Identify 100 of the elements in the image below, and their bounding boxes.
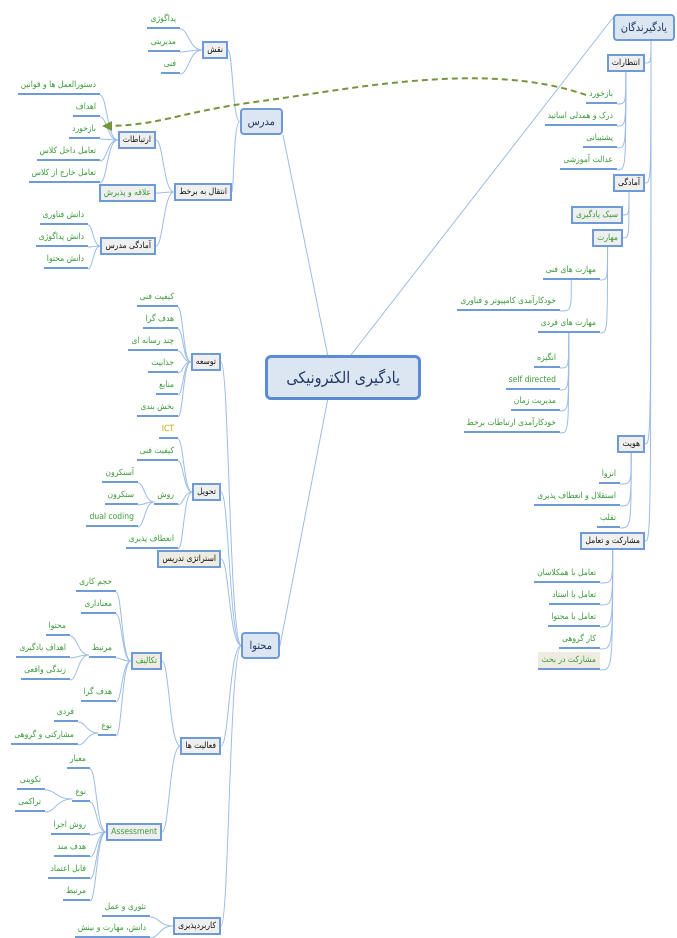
branch-label: ICT	[158, 421, 178, 439]
connector-line	[138, 502, 155, 506]
branch-label: هدف گرا	[80, 684, 116, 702]
connector-line	[220, 492, 242, 646]
subtopic-box: هویت	[617, 435, 645, 453]
connector-line	[178, 438, 193, 492]
connector-line	[78, 732, 99, 746]
connector-line	[100, 140, 118, 184]
connector-line	[100, 94, 118, 140]
connector-line	[600, 246, 608, 334]
main-topic-box: محتوا	[241, 632, 280, 659]
branch-label: خودکارآمدی ارتباطات برخط	[464, 415, 560, 433]
branch-label: بازخورد	[69, 121, 100, 139]
branch-label: dual coding	[86, 509, 138, 527]
branch-label: تعامل خارج از کلاس	[28, 165, 100, 183]
branch-label: تعامل با محتوا	[548, 609, 600, 627]
branch-label: استقلال و انعطاف پذیری	[534, 488, 620, 506]
connector-line	[88, 246, 101, 248]
connector-line	[100, 140, 118, 162]
connector-line	[178, 492, 193, 550]
branch-label: پشتیبانی	[583, 130, 617, 148]
subtopic-box: توسعه	[190, 353, 221, 371]
connector-line	[220, 645, 242, 746]
connector-line	[90, 832, 107, 880]
main-topic-box: یادگیرندگان	[612, 14, 675, 41]
branch-label: تراکمی	[15, 794, 45, 812]
connector-line	[156, 192, 175, 194]
connector-line	[162, 660, 181, 746]
branch-label: دانش فناوری	[40, 207, 88, 225]
connector-line	[282, 134, 328, 356]
branch-label: بازخورد	[586, 86, 617, 104]
branch-label: منابع	[156, 377, 178, 395]
branch-label: self directed	[506, 372, 560, 390]
subtopic-box: آمادگی	[613, 174, 645, 192]
connector-line	[116, 592, 132, 662]
branch-label: تکوینی	[16, 772, 45, 790]
connector-line	[90, 832, 107, 858]
branch-label: تعامل با همکلاسان	[534, 565, 600, 583]
connector-line	[178, 350, 192, 362]
connector-line	[178, 362, 192, 374]
connector-line	[116, 660, 132, 736]
connector-line	[100, 116, 118, 140]
branch-label: جذابیت	[148, 355, 178, 373]
branch-label: معناداری	[81, 596, 116, 614]
connector-line	[180, 50, 203, 52]
branch-label: فردی	[54, 704, 78, 722]
branch-label: نوع	[98, 718, 116, 736]
subtopic-box: ارتباطات	[118, 131, 156, 149]
branch-label: قابل اعتماد	[48, 861, 90, 879]
connector-line	[616, 72, 626, 170]
branch-label: حجم کاری	[76, 574, 116, 592]
connector-line	[180, 28, 203, 50]
branch-label: معیار	[66, 751, 90, 769]
connector-line	[90, 832, 107, 836]
connector-line	[44, 798, 73, 812]
connector-line	[350, 18, 614, 356]
connector-line	[560, 332, 570, 434]
connector-line	[88, 246, 101, 270]
branch-label: روش اجرا	[50, 817, 90, 835]
connector-line	[70, 636, 90, 656]
subtopic-box: تکالیف	[130, 652, 162, 670]
connector-line	[162, 746, 181, 832]
dashed-arrow	[102, 77, 586, 131]
branch-label: روش	[154, 487, 178, 505]
connector-line	[620, 452, 632, 528]
branch-label: مهارت های فنی	[542, 262, 600, 280]
connector-line	[116, 614, 132, 662]
branch-label: مشارکتی و گروهی	[11, 727, 78, 745]
branch-label: کیفیت فنی	[136, 289, 178, 307]
subtopic-box: استراتژی تدریس	[157, 550, 221, 568]
subtopic-box: علاقه و پذیرش	[98, 184, 156, 202]
branch-label: مرتبط	[88, 640, 116, 658]
branch-label: دانش محتوا	[44, 251, 88, 269]
connector-line	[156, 192, 175, 246]
connector-line	[220, 558, 242, 646]
central-topic-box: یادگیری الکترونیکی	[265, 355, 421, 400]
connector-line	[280, 400, 328, 646]
branch-label: اهداف	[72, 99, 100, 117]
branch-label: کار گروهی	[558, 631, 600, 649]
branch-label: آسنکرون	[102, 465, 138, 483]
branch-label: هدف گرا	[142, 311, 178, 329]
branch-label: زندگی واقعی	[21, 662, 70, 680]
branch-label: کیفیت فنی	[136, 443, 178, 461]
connector-line	[138, 482, 155, 502]
branch-label: مهارت های فردی	[538, 315, 600, 333]
branch-label: انگیزه	[534, 350, 560, 368]
subtopic-box: Assessment	[106, 823, 162, 841]
connector-line	[156, 140, 175, 192]
branch-label: تقلب	[596, 510, 620, 528]
connector-line	[178, 362, 192, 396]
branch-label: نوع	[72, 784, 90, 802]
connector-line	[220, 362, 242, 646]
branch-label: مرتبط	[62, 883, 90, 901]
connector-line	[178, 362, 192, 418]
connector-line	[70, 654, 90, 658]
main-topic-box: مدرس	[240, 108, 283, 135]
connector-line	[70, 654, 90, 680]
subtopic-box: انتظارات	[606, 54, 645, 72]
connector-line	[116, 658, 132, 662]
branch-label: تعامل با استاد	[549, 587, 600, 605]
